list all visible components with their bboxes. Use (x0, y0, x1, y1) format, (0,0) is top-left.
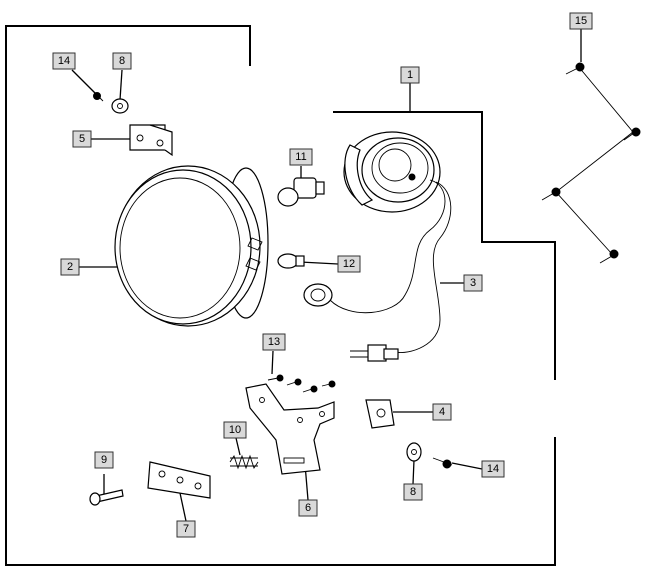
callout-1: 1 (400, 66, 420, 84)
callout-8-bottom: 8 (403, 483, 423, 501)
callout-14-bottom: 14 (481, 460, 505, 478)
screw-set (267, 374, 336, 393)
callout-10: 10 (223, 421, 247, 439)
callout-14-top: 14 (52, 52, 76, 70)
bolt (89, 489, 124, 506)
wiring-harness (303, 179, 452, 362)
callout-4-text: 4 (439, 406, 445, 418)
mounting-bracket (245, 383, 335, 475)
callout-1-text: 1 (407, 69, 413, 81)
washer-top (111, 98, 129, 114)
headlamp-bulb (277, 177, 325, 207)
callout-10-text: 10 (229, 424, 241, 436)
callout-14-bottom-text: 14 (487, 463, 499, 475)
callout-8-top: 8 (112, 52, 132, 70)
washer-bottom (406, 442, 422, 462)
headlamp-unit (114, 165, 269, 327)
small-bracket (129, 124, 173, 157)
mounting-plate (147, 461, 211, 499)
callout-7: 7 (176, 520, 196, 538)
callout-6: 6 (298, 499, 318, 517)
callout-8-bottom-text: 8 (410, 486, 416, 498)
callout-7-text: 7 (183, 523, 189, 535)
clip-nut (365, 399, 395, 429)
park-bulb (277, 253, 305, 269)
callout-5: 5 (72, 130, 92, 148)
callout-11-text: 11 (295, 151, 306, 163)
callout-15-text: 15 (575, 15, 587, 27)
callout-13: 13 (262, 333, 286, 351)
callout-11: 11 (289, 148, 313, 166)
callout-13-text: 13 (268, 336, 280, 348)
callout-3-text: 3 (470, 277, 476, 289)
screw-top (91, 89, 104, 102)
ground-cable (541, 62, 641, 264)
callout-2-text: 2 (67, 261, 73, 273)
assembly-frame (5, 25, 556, 566)
callout-9: 9 (94, 451, 114, 469)
callout-9-text: 9 (101, 454, 107, 466)
callout-15: 15 (569, 12, 593, 30)
callout-5-text: 5 (79, 133, 85, 145)
callout-labels: 1 2 3 4 5 6 7 8 (52, 12, 593, 538)
callout-4: 4 (432, 403, 452, 421)
callout-12-text: 12 (343, 258, 355, 270)
screw-bottom (432, 457, 453, 469)
headlamp-housing (343, 131, 441, 213)
callout-14-top-text: 14 (58, 55, 70, 67)
spring (229, 454, 259, 470)
callout-3: 3 (463, 274, 483, 292)
callout-2: 2 (60, 258, 80, 276)
callout-12: 12 (337, 255, 361, 273)
callout-6-text: 6 (305, 502, 311, 514)
callout-8-top-text: 8 (119, 55, 125, 67)
